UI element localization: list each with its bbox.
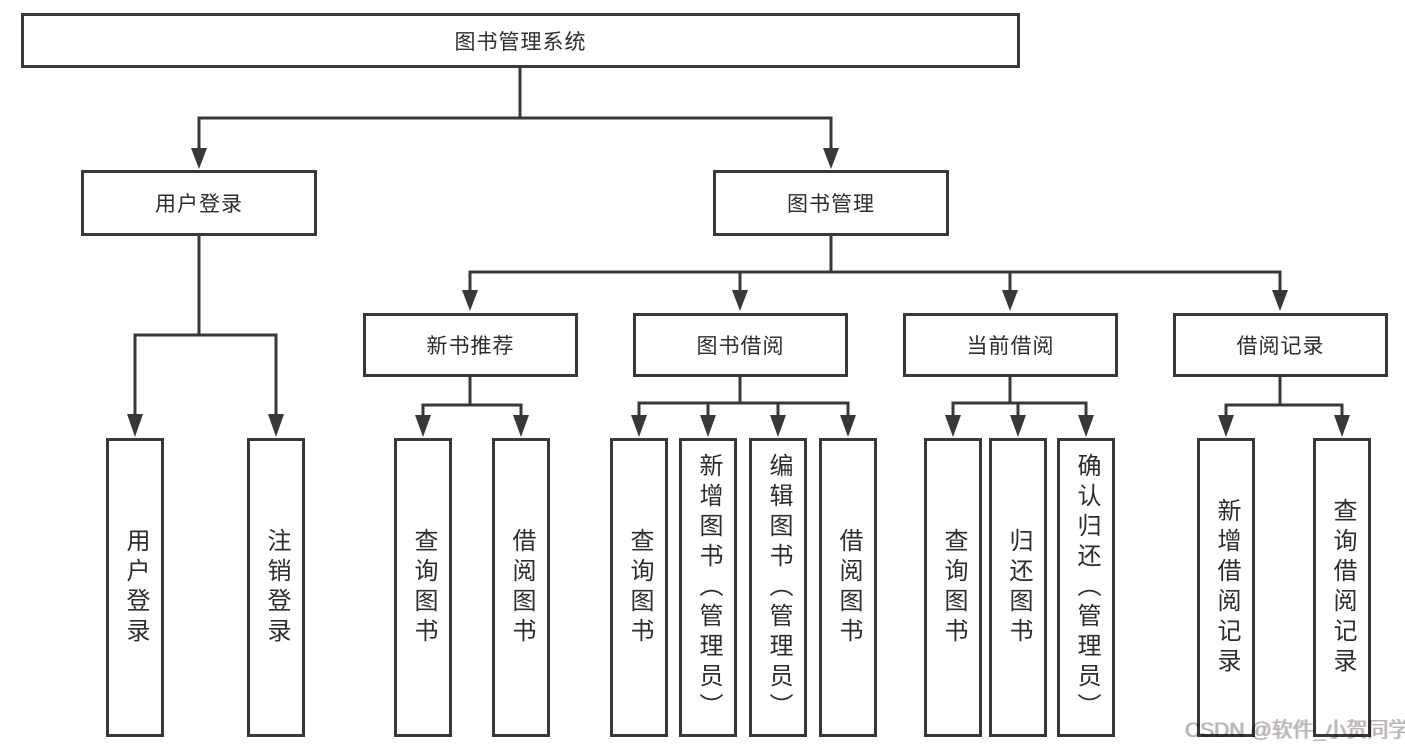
- node-book-management: 图书管理: [713, 170, 949, 236]
- csdn-watermark: CSDN @软件_小贺同学: [1185, 719, 1405, 742]
- leaf-label: 确认归还（管理员）: [1073, 452, 1100, 723]
- connector-currentborrow-to-leaves: [945, 377, 1094, 437]
- connector-records-to-leaves: [1218, 377, 1350, 437]
- node-label: 用户登录: [155, 193, 243, 216]
- leaf-label: 编辑图书（管理员）: [765, 452, 792, 723]
- leaf-current-return-book: 归还图书: [989, 438, 1047, 737]
- leaf-current-query-book: 查询图书: [924, 438, 982, 737]
- leaf-borrow-borrow-book: 借阅图书: [819, 438, 877, 737]
- node-book-borrow: 图书借阅: [633, 313, 848, 377]
- node-current-borrow: 当前借阅: [903, 313, 1118, 377]
- leaf-label: 查询借阅记录: [1329, 497, 1356, 678]
- leaf-records-query-record: 查询借阅记录: [1313, 438, 1371, 737]
- connector-userlogin-to-leaves: [127, 236, 284, 437]
- leaf-borrow-add-book-admin: 新增图书（管理员）: [679, 438, 737, 737]
- leaf-current-confirm-return-admin: 确认归还（管理员）: [1057, 438, 1115, 737]
- node-label: 图书借阅: [696, 335, 785, 358]
- node-label: 图书管理系统: [454, 30, 587, 54]
- connector-bookmgmt-to-level3: [462, 236, 1288, 311]
- leaf-label: 借阅图书: [508, 527, 535, 648]
- leaf-recommend-query-book: 查询图书: [394, 438, 452, 737]
- leaf-logout: 注销登录: [247, 438, 305, 737]
- node-borrow-records: 借阅记录: [1173, 313, 1388, 377]
- node-library-management-system: 图书管理系统: [21, 13, 1020, 68]
- connector-newbook-to-leaves: [415, 377, 529, 437]
- node-label: 当前借阅: [966, 335, 1055, 358]
- node-new-book-recommend: 新书推荐: [363, 313, 578, 377]
- leaf-label: 查询图书: [626, 527, 653, 648]
- leaf-user-login: 用户登录: [106, 438, 164, 737]
- node-label: 借阅记录: [1236, 335, 1325, 358]
- leaf-label: 用户登录: [122, 527, 149, 648]
- leaf-label: 归还图书: [1005, 527, 1032, 648]
- leaf-label: 查询图书: [410, 527, 437, 648]
- leaf-label: 注销登录: [263, 527, 290, 648]
- leaf-recommend-borrow-book: 借阅图书: [492, 438, 550, 737]
- node-label: 新书推荐: [426, 335, 515, 358]
- leaf-borrow-query-book: 查询图书: [610, 438, 668, 737]
- connector-root-to-level2: [191, 66, 839, 169]
- connector-bookborrow-to-leaves: [631, 377, 856, 437]
- leaf-records-add-record: 新增借阅记录: [1197, 438, 1255, 737]
- leaf-label: 新增图书（管理员）: [695, 452, 722, 723]
- leaf-borrow-edit-book-admin: 编辑图书（管理员）: [749, 438, 807, 737]
- leaf-label: 新增借阅记录: [1213, 497, 1240, 678]
- node-user-login: 用户登录: [81, 170, 317, 236]
- leaf-label: 借阅图书: [835, 527, 862, 648]
- node-label: 图书管理: [787, 193, 875, 216]
- leaf-label: 查询图书: [940, 527, 967, 648]
